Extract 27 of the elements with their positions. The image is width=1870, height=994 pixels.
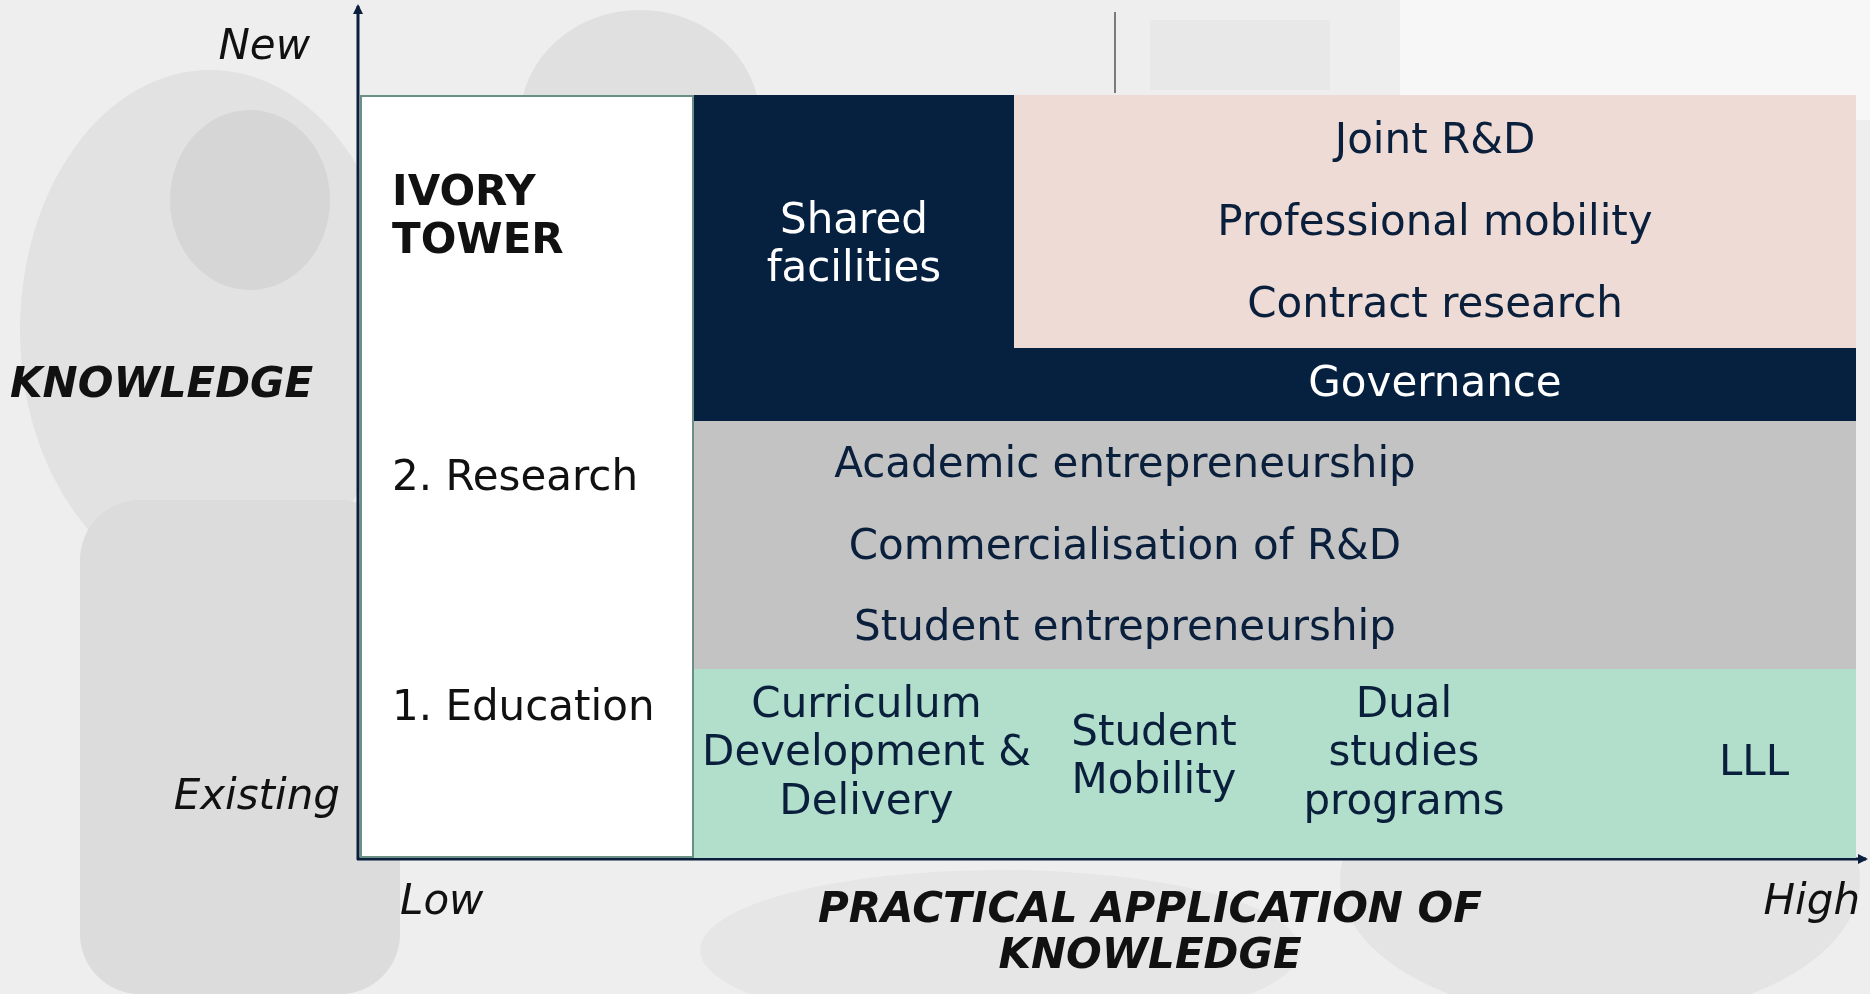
item-text: Contract research xyxy=(1246,279,1624,328)
quadrant-box xyxy=(360,95,694,858)
quadrant-title: IVORY TOWER xyxy=(392,167,565,264)
item-text: Dual studies programs xyxy=(1302,679,1506,824)
item-text: Student Mobility xyxy=(1070,707,1238,804)
category-band xyxy=(694,421,1856,669)
category-band xyxy=(694,348,1856,421)
axis-level-label: 1. Education xyxy=(392,682,656,731)
category-box xyxy=(694,95,1014,348)
axis-end-label: High xyxy=(1762,875,1860,924)
axis-end-label: Existing xyxy=(172,770,340,819)
category-box xyxy=(1014,95,1856,348)
item-text: Professional mobility xyxy=(1216,197,1654,246)
axis-title: KNOWLEDGE xyxy=(10,360,315,407)
item-text: Academic entrepreneurship xyxy=(833,439,1417,488)
category-band xyxy=(694,669,1856,858)
axis-end-label: Low xyxy=(400,875,485,924)
item-text: LLL xyxy=(1717,737,1791,786)
item-text: Joint R&D xyxy=(1331,115,1537,164)
axis-end-label: New xyxy=(217,20,310,69)
item-text: Shared facilities xyxy=(765,195,943,292)
item-text: Student entrepreneurship xyxy=(853,602,1397,651)
item-text: Commercialisation of R&D xyxy=(847,521,1403,570)
axis-level-label: 2. Research xyxy=(392,452,640,501)
item-text: Governance xyxy=(1307,358,1563,407)
axis-title: PRACTICAL APPLICATION OF KNOWLEDGE xyxy=(816,885,1484,978)
item-text: Curriculum Development & Delivery xyxy=(701,679,1032,824)
